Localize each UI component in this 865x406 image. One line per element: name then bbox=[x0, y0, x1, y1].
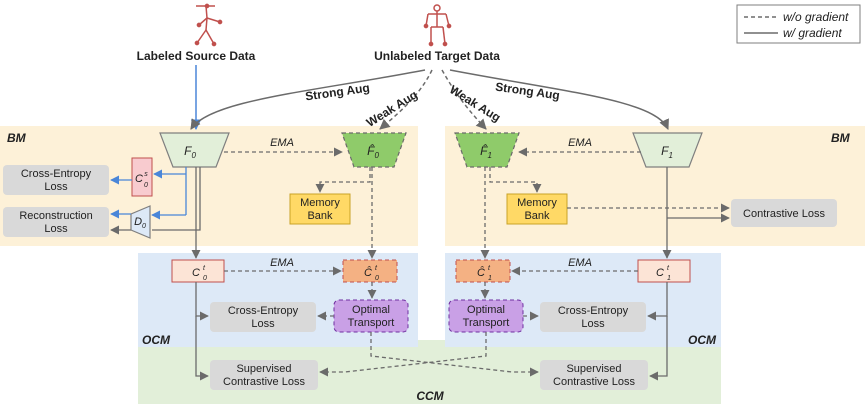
strong-aug-right-label: Strong Aug bbox=[494, 80, 560, 103]
svg-text:t: t bbox=[667, 265, 670, 272]
target-classifier-c1t: C t 1 bbox=[637, 259, 691, 283]
svg-text:s: s bbox=[144, 171, 148, 178]
svg-text:Transport: Transport bbox=[348, 317, 395, 329]
legend-without-gradient: w/o gradient bbox=[783, 10, 849, 24]
bm-label-left: BM bbox=[7, 131, 27, 145]
ema-encoder-f0-hat: F̂0 bbox=[341, 132, 407, 168]
svg-text:F0: F0 bbox=[184, 144, 196, 160]
ocm-label-right: OCM bbox=[688, 333, 717, 347]
legend-with-gradient: w/ gradient bbox=[783, 26, 842, 40]
svg-text:Bank: Bank bbox=[307, 210, 333, 222]
svg-text:Reconstruction: Reconstruction bbox=[19, 210, 92, 222]
svg-text:0: 0 bbox=[144, 182, 148, 189]
supervised-contrastive-loss-left: Supervised Contrastive Loss bbox=[210, 360, 318, 390]
ema-label: EMA bbox=[270, 137, 294, 149]
strong-aug-left-label: Strong Aug bbox=[304, 81, 370, 104]
supervised-contrastive-loss-right: Supervised Contrastive Loss bbox=[540, 360, 648, 390]
cross-entropy-loss-ocm-right: Cross-Entropy Loss bbox=[540, 302, 646, 332]
svg-text:Supervised: Supervised bbox=[566, 363, 621, 375]
svg-text:Memory: Memory bbox=[517, 197, 557, 209]
ema-label: EMA bbox=[568, 137, 592, 149]
svg-text:F̂1: F̂1 bbox=[480, 143, 492, 160]
memory-bank-left: Memory Bank bbox=[289, 193, 351, 225]
ccm-label: CCM bbox=[416, 389, 444, 403]
svg-text:Loss: Loss bbox=[44, 223, 68, 235]
svg-text:Loss: Loss bbox=[251, 318, 275, 330]
svg-text:0: 0 bbox=[375, 275, 379, 282]
encoder-f0: F0 bbox=[159, 132, 230, 168]
encoder-f1: F1 bbox=[632, 132, 703, 168]
svg-text:Loss: Loss bbox=[44, 181, 68, 193]
svg-text:C: C bbox=[656, 267, 664, 279]
source-classifier-c0s: C s 0 bbox=[131, 157, 153, 197]
svg-text:1: 1 bbox=[488, 275, 492, 282]
svg-text:Ĉ: Ĉ bbox=[477, 266, 485, 279]
svg-text:Optimal: Optimal bbox=[467, 304, 505, 316]
svg-text:t: t bbox=[375, 265, 378, 272]
svg-text:Supervised: Supervised bbox=[236, 363, 291, 375]
svg-text:Contrastive Loss: Contrastive Loss bbox=[553, 376, 635, 388]
svg-text:D0: D0 bbox=[134, 216, 146, 230]
ema-classifier-c0t-hat: Ĉ t 0 bbox=[342, 259, 398, 283]
contrastive-loss: Contrastive Loss bbox=[731, 199, 837, 227]
bm-label-right: BM bbox=[831, 131, 851, 145]
cross-entropy-loss-left: Cross-Entropy Loss bbox=[3, 165, 109, 195]
svg-text:1: 1 bbox=[667, 275, 671, 282]
memory-bank-right: Memory Bank bbox=[506, 193, 568, 225]
svg-text:Optimal: Optimal bbox=[352, 304, 390, 316]
svg-text:C: C bbox=[192, 267, 200, 279]
target-data-label: Unlabeled Target Data bbox=[374, 49, 500, 63]
legend: w/o gradient w/ gradient bbox=[736, 4, 861, 44]
svg-text:Cross-Entropy: Cross-Entropy bbox=[228, 305, 299, 317]
stick-figure-icon bbox=[423, 4, 452, 47]
svg-text:t: t bbox=[488, 265, 491, 272]
ema-classifier-c1t-hat: Ĉ t 1 bbox=[455, 259, 511, 283]
svg-text:t: t bbox=[203, 265, 206, 272]
ema-label: EMA bbox=[568, 257, 592, 269]
svg-text:Memory: Memory bbox=[300, 197, 340, 209]
reconstruction-loss: Reconstruction Loss bbox=[3, 207, 109, 237]
svg-text:Cross-Entropy: Cross-Entropy bbox=[21, 168, 92, 180]
svg-text:F̂0: F̂0 bbox=[367, 143, 379, 160]
weak-aug-left-label: Weak Aug bbox=[364, 87, 420, 129]
svg-text:Ĉ: Ĉ bbox=[364, 266, 372, 279]
svg-text:Contrastive Loss: Contrastive Loss bbox=[223, 376, 305, 388]
svg-text:Cross-Entropy: Cross-Entropy bbox=[558, 305, 629, 317]
svg-text:0: 0 bbox=[203, 275, 207, 282]
svg-text:C: C bbox=[135, 173, 143, 185]
svg-text:Loss: Loss bbox=[581, 318, 605, 330]
ema-encoder-f1-hat: F̂1 bbox=[454, 132, 520, 168]
target-classifier-c0t: C t 0 bbox=[171, 259, 225, 283]
svg-text:F1: F1 bbox=[661, 144, 673, 160]
cross-entropy-loss-ocm-left: Cross-Entropy Loss bbox=[210, 302, 316, 332]
optimal-transport-left: Optimal Transport bbox=[333, 299, 409, 333]
optimal-transport-right: Optimal Transport bbox=[448, 299, 524, 333]
svg-text:Bank: Bank bbox=[524, 210, 550, 222]
svg-text:Transport: Transport bbox=[463, 317, 510, 329]
ocm-label-left: OCM bbox=[142, 333, 171, 347]
ema-label: EMA bbox=[270, 257, 294, 269]
source-data-label: Labeled Source Data bbox=[137, 49, 256, 63]
stick-figure-icon bbox=[194, 3, 223, 47]
svg-text:Contrastive Loss: Contrastive Loss bbox=[743, 208, 825, 220]
